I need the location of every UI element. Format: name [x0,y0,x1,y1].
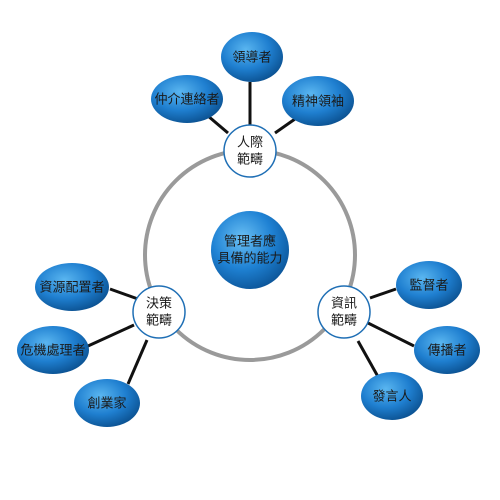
role-disturbance-handler-label: 危機處理者 [20,344,85,359]
category-informational-line1: 資訊 [331,297,357,312]
connector-liaison [207,114,229,135]
category-decisional: 決策 範疇 [132,285,186,339]
role-resource-allocator-label: 資源配置者 [39,281,104,296]
role-figurehead: 精神領袖 [282,76,354,126]
role-entrepreneur: 創業家 [74,379,140,427]
role-liaison: 仲介連絡者 [151,75,223,123]
category-informational-line2: 範疇 [331,314,357,329]
connector-resource-allocator [109,287,139,301]
connector-disseminator [365,320,415,348]
connectors [87,82,415,385]
category-informational: 資訊 範疇 [317,285,371,339]
role-resource-allocator: 資源配置者 [35,263,109,311]
role-monitor-label: 監督者 [409,278,448,294]
role-disturbance-handler: 危機處理者 [17,326,89,374]
center-label-line1: 管理者應 [224,234,276,250]
role-leader-label: 領導者 [232,50,271,66]
role-liaison-label: 仲介連絡者 [154,92,219,108]
category-interpersonal: 人際 範疇 [223,124,277,178]
role-disseminator-label: 傳播者 [427,344,466,359]
category-decisional-line1: 決策 [146,296,172,312]
role-disseminator: 傳播者 [414,326,480,374]
role-figurehead-label: 精神領袖 [292,94,344,110]
connector-monitor [369,287,397,300]
center-node: 管理者應 具備的能力 [211,211,289,289]
role-entrepreneur-label: 創業家 [87,396,126,412]
category-interpersonal-line2: 範疇 [237,153,263,168]
category-decisional-line2: 範疇 [146,314,172,329]
connector-figurehead [274,117,296,135]
center-label-line2: 具備的能力 [217,251,282,267]
connector-entrepreneur [126,339,149,385]
connector-disturbance-handler [87,323,135,348]
role-spokesperson: 發言人 [361,372,423,420]
role-spokesperson-label: 發言人 [372,390,411,405]
category-interpersonal-line1: 人際 [237,136,263,151]
role-monitor: 監督者 [396,261,462,309]
role-leader: 領導者 [221,32,283,82]
